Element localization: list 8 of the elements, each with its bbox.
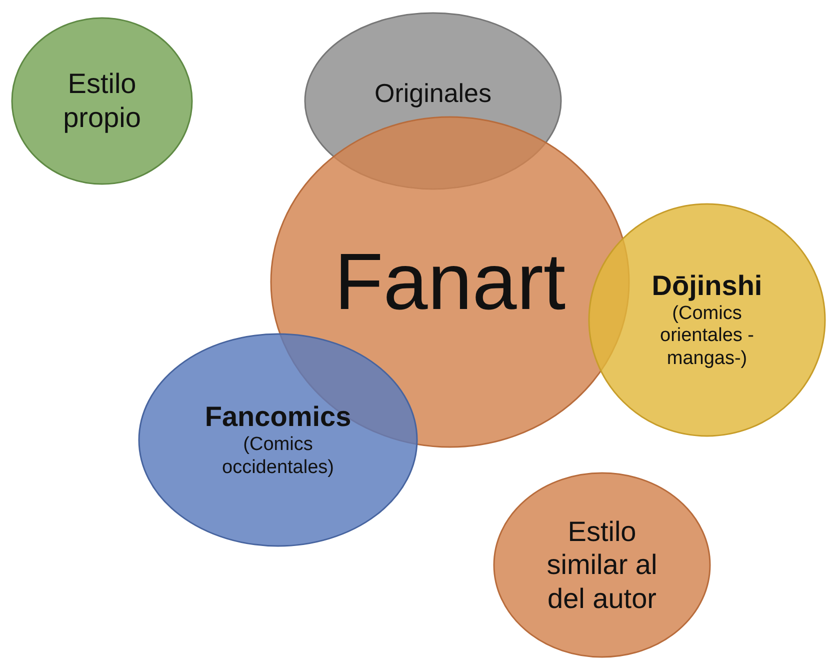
node-subtitle: (Comics orientales - mangas-)	[659, 302, 755, 371]
node-title: Originales	[374, 78, 492, 110]
node-title: Fanart	[334, 236, 566, 328]
node-title: Estilo propio	[62, 67, 142, 135]
node-title: Dōjinshi	[652, 269, 762, 303]
node-title: Fancomics	[204, 400, 352, 434]
node-subtitle: (Comics occidentales)	[221, 434, 335, 480]
node-title: Estilo similar al del autor	[546, 514, 658, 616]
